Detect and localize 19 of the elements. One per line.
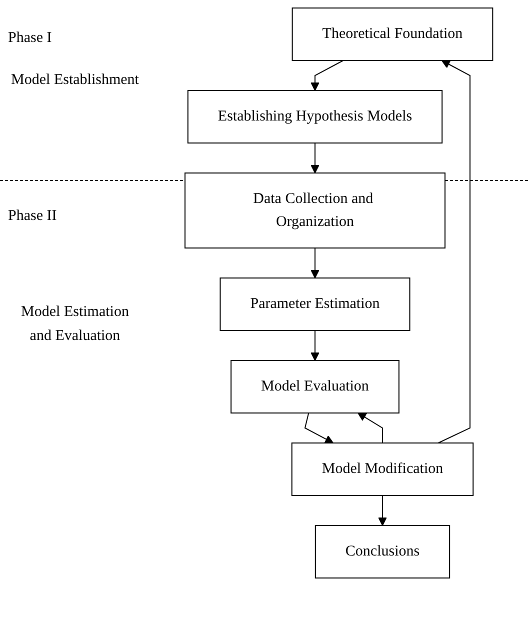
arrow <box>310 60 344 91</box>
phase-label: Phase I <box>8 30 52 47</box>
arrow <box>310 142 320 174</box>
node-box: Theoretical Foundation <box>292 8 494 61</box>
node-box: Data Collection and Organization <box>184 172 446 248</box>
phase-description: Model Estimation and Evaluation <box>20 303 130 346</box>
node-box: Model Evaluation <box>230 360 400 414</box>
arrow <box>378 494 388 526</box>
arrow <box>304 412 334 444</box>
node-box: Conclusions <box>315 524 450 578</box>
arrow <box>310 330 320 361</box>
phase-description: Model Establishment <box>10 72 140 89</box>
arrow <box>358 412 384 444</box>
arrow <box>310 248 320 278</box>
arrow <box>438 60 471 444</box>
node-box: Parameter Estimation <box>220 278 410 331</box>
phase-label: Phase II <box>8 208 57 225</box>
node-box: Model Modification <box>292 442 474 496</box>
node-box: Establishing Hypothesis Models <box>188 90 443 144</box>
